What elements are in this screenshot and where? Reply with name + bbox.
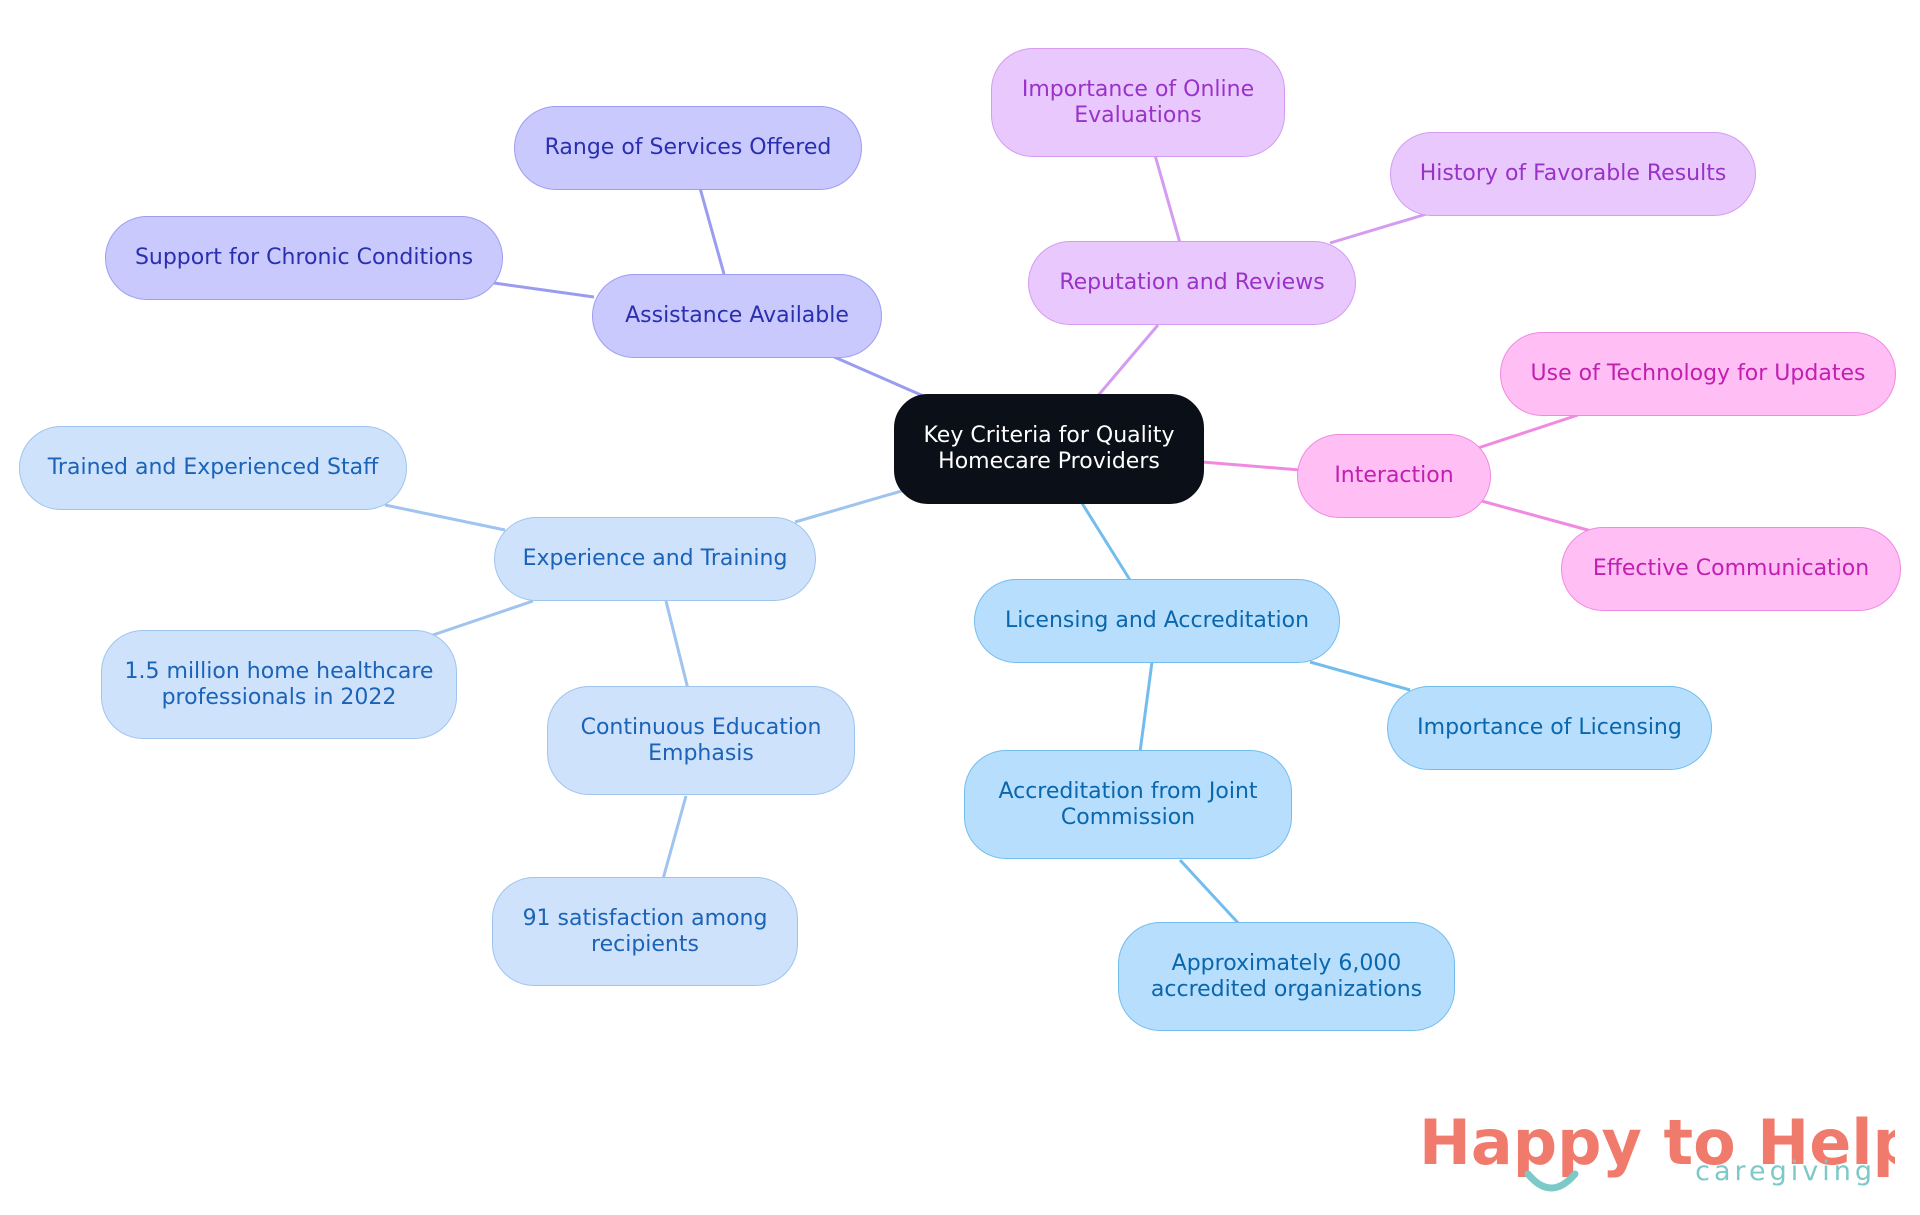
branch-interaction: Interaction bbox=[1297, 434, 1491, 518]
edge-licensing-accreditation bbox=[1138, 661, 1154, 753]
happy-to-help-logo: Happy to Help caregiving bbox=[1419, 1106, 1895, 1192]
branch-label: Assistance Available bbox=[625, 303, 849, 329]
leaf-range-of-services: Range of Services Offered bbox=[514, 106, 862, 190]
edge-education-satisfaction bbox=[661, 795, 688, 880]
leaf-label: Approximately 6,000 accredited organizat… bbox=[1150, 950, 1423, 1002]
leaf-label: 1.5 million home healthcare professional… bbox=[124, 658, 434, 710]
leaf-joint-commission: Accreditation from Joint Commission bbox=[964, 750, 1292, 859]
leaf-label: Effective Communication bbox=[1592, 556, 1870, 582]
leaf-healthcare-professionals: 1.5 million home healthcare professional… bbox=[101, 630, 457, 739]
branch-reputation-reviews: Reputation and Reviews bbox=[1028, 241, 1356, 325]
edge-experience-staff bbox=[384, 503, 506, 532]
edge-interaction-comm bbox=[1477, 498, 1596, 534]
leaf-online-evaluations: Importance of Online Evaluations bbox=[991, 48, 1285, 157]
leaf-continuous-education: Continuous Education Emphasis bbox=[547, 686, 855, 795]
edge-root-assistance bbox=[831, 354, 929, 400]
root-label: Key Criteria for Quality Homecare Provid… bbox=[923, 423, 1175, 474]
smile-icon bbox=[1524, 1170, 1579, 1192]
root-node: Key Criteria for Quality Homecare Provid… bbox=[894, 394, 1204, 504]
leaf-importance-licensing: Importance of Licensing bbox=[1387, 686, 1712, 770]
leaf-label: Continuous Education Emphasis bbox=[580, 714, 822, 766]
edge-accreditation-organizations bbox=[1178, 858, 1242, 927]
edge-root-reputation bbox=[1094, 324, 1160, 399]
leaf-effective-communication: Effective Communication bbox=[1561, 527, 1901, 611]
branch-label: Reputation and Reviews bbox=[1059, 270, 1325, 296]
edge-reputation-history bbox=[1329, 211, 1431, 245]
leaf-favorable-results: History of Favorable Results bbox=[1390, 132, 1756, 216]
edge-root-interaction bbox=[1201, 460, 1301, 472]
branch-experience-training: Experience and Training bbox=[494, 517, 816, 601]
leaf-trained-staff: Trained and Experienced Staff bbox=[19, 426, 407, 510]
edge-assistance-chronic bbox=[493, 281, 595, 299]
leaf-accredited-organizations: Approximately 6,000 accredited organizat… bbox=[1118, 922, 1455, 1031]
leaf-label: Trained and Experienced Staff bbox=[47, 455, 379, 481]
edge-experience-education bbox=[664, 600, 690, 690]
branch-label: Experience and Training bbox=[522, 546, 788, 572]
leaf-support-chronic-conditions: Support for Chronic Conditions bbox=[105, 216, 503, 300]
edge-reputation-online bbox=[1153, 154, 1182, 244]
leaf-label: Range of Services Offered bbox=[544, 135, 832, 161]
logo-title: Happy to Help bbox=[1419, 1106, 1895, 1179]
edge-licensing-importance bbox=[1309, 660, 1411, 692]
leaf-label: Accreditation from Joint Commission bbox=[998, 778, 1258, 830]
leaf-label: History of Favorable Results bbox=[1419, 161, 1727, 187]
edge-root-experience bbox=[794, 488, 906, 524]
edge-experience-million bbox=[429, 599, 534, 638]
edge-assistance-range bbox=[698, 187, 726, 275]
leaf-label: Use of Technology for Updates bbox=[1530, 361, 1866, 387]
branch-label: Licensing and Accreditation bbox=[1004, 608, 1310, 634]
edge-root-licensing bbox=[1078, 499, 1132, 581]
leaf-technology-updates: Use of Technology for Updates bbox=[1500, 332, 1896, 416]
branch-assistance-available: Assistance Available bbox=[592, 274, 882, 358]
leaf-satisfaction-recipients: 91 satisfaction among recipients bbox=[492, 877, 798, 986]
leaf-label: 91 satisfaction among recipients bbox=[522, 905, 768, 957]
leaf-label: Importance of Licensing bbox=[1417, 715, 1682, 741]
logo-subtitle: caregiving bbox=[1695, 1156, 1876, 1187]
leaf-label: Importance of Online Evaluations bbox=[1021, 76, 1255, 128]
branch-licensing-accreditation: Licensing and Accreditation bbox=[974, 579, 1340, 663]
edge-interaction-tech bbox=[1477, 413, 1579, 450]
branch-label: Interaction bbox=[1334, 463, 1454, 489]
leaf-label: Support for Chronic Conditions bbox=[134, 245, 474, 271]
